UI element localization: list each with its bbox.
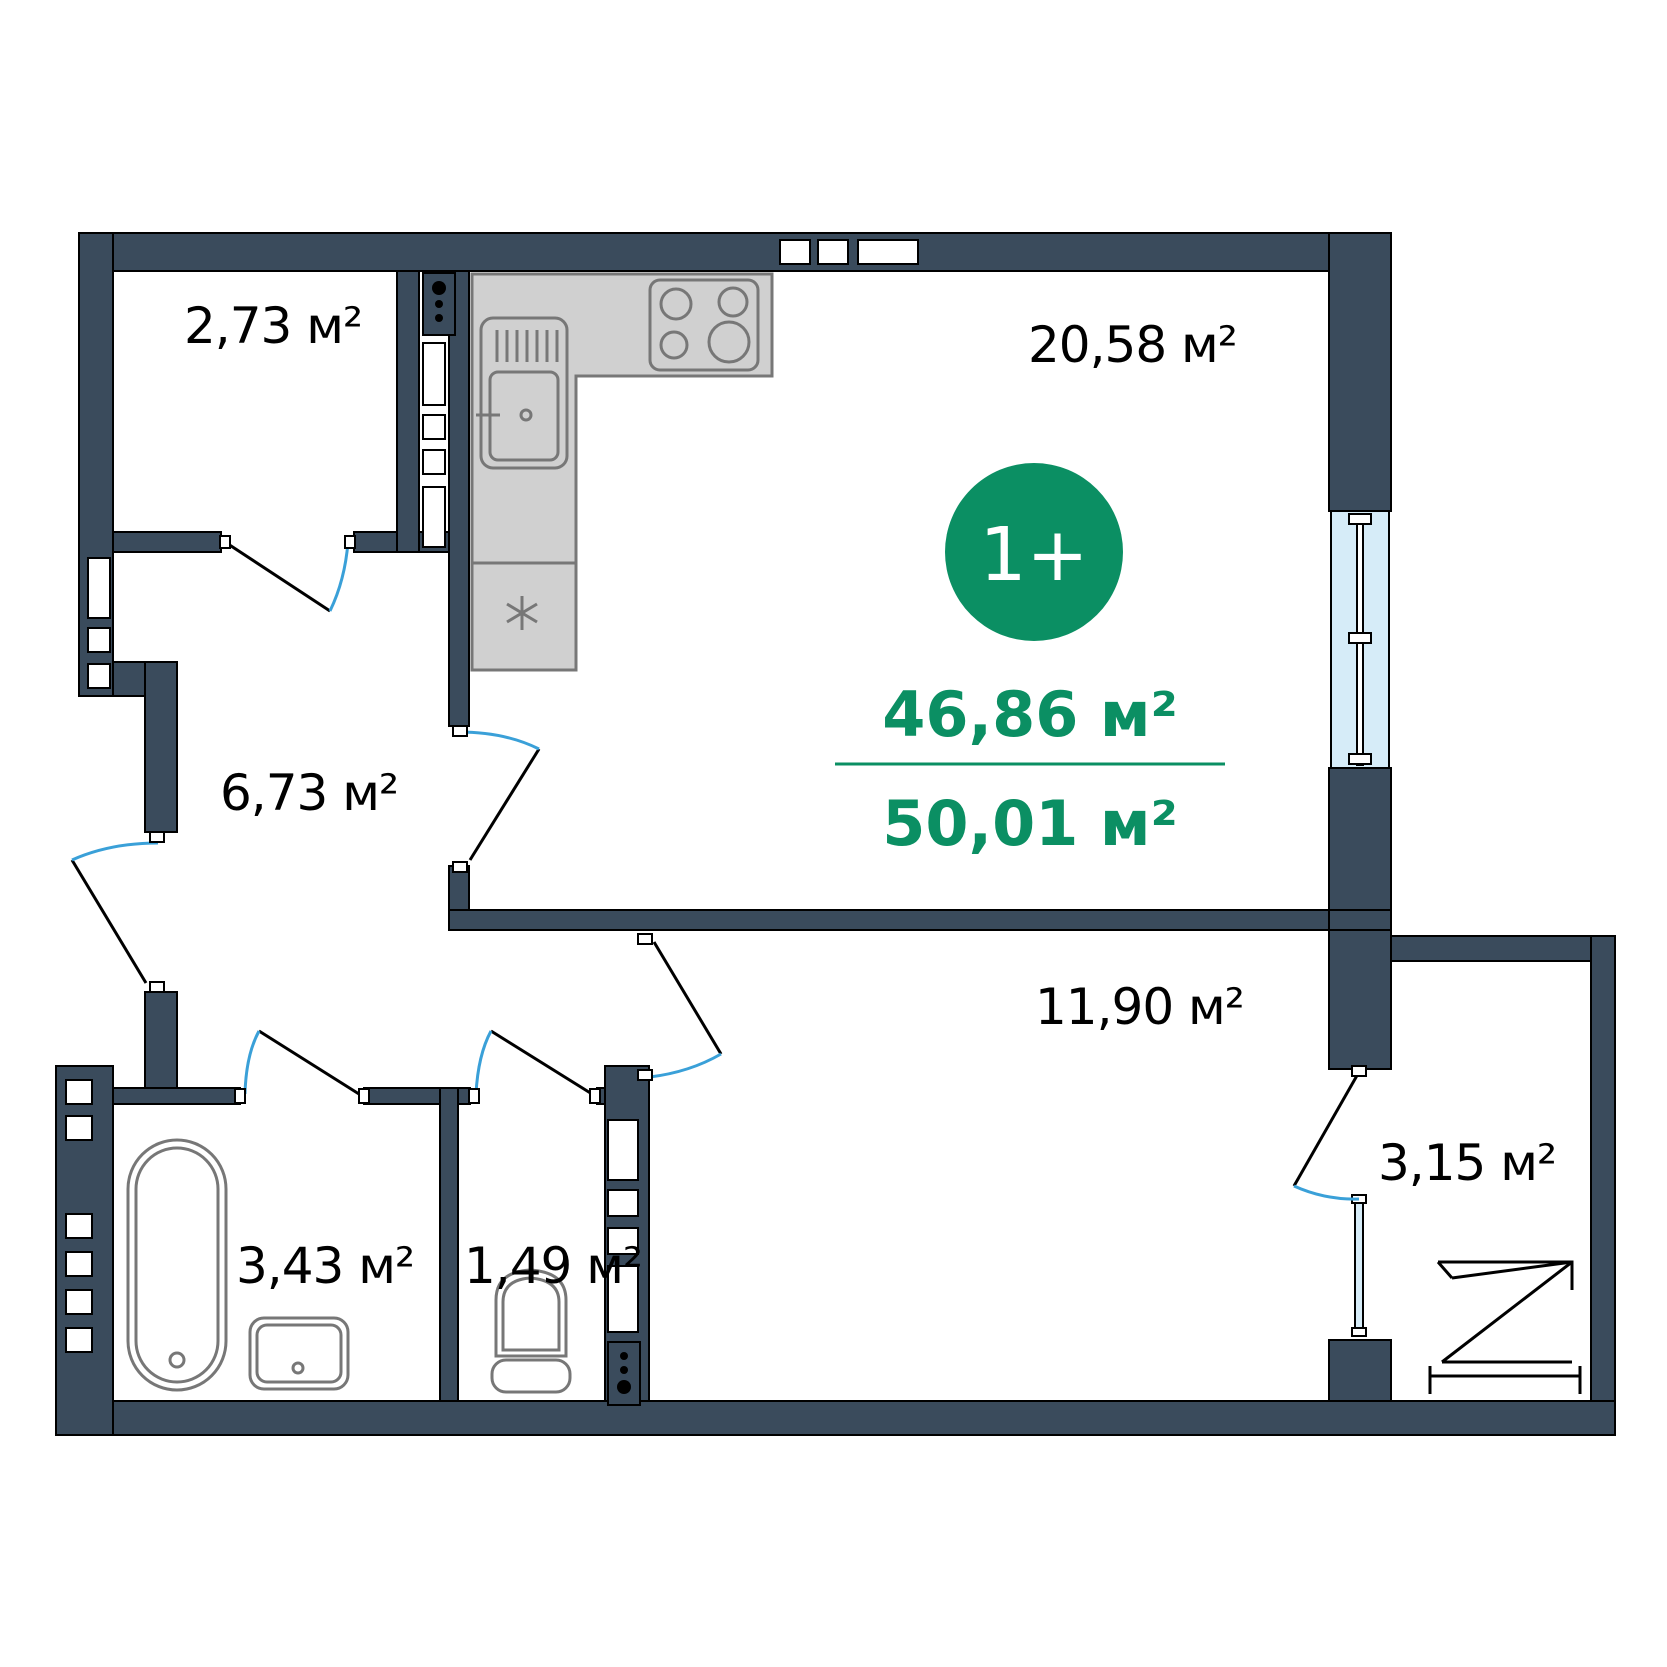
doors (70, 535, 1367, 1201)
balcony-door-frame (1351, 1194, 1367, 1337)
area-label-toilet: 1,49 м² (464, 1237, 642, 1295)
toilet-icon (490, 1268, 572, 1394)
washbasin-icon (248, 1316, 350, 1391)
area-label-kitchen-living: 20,58 м² (1028, 316, 1237, 374)
total-area-total: 50,01 м² (882, 787, 1178, 860)
sink-icon (476, 316, 569, 470)
area-label-hallway: 6,73 м² (220, 764, 398, 822)
ventilation-shaft-bottom (607, 1341, 641, 1406)
snowflake-icon (506, 596, 538, 630)
room-count-badge: 1+ (945, 463, 1123, 641)
area-label-bathroom: 3,43 м² (236, 1237, 414, 1295)
stove-icon (648, 278, 760, 372)
area-label-bedroom: 11,90 м² (1035, 978, 1244, 1036)
room-count-label: 1+ (979, 512, 1088, 598)
balcony-window (1330, 510, 1390, 769)
window-openings (65, 239, 919, 1353)
drying-rack-icon (1428, 1260, 1582, 1394)
living-area-total: 46,86 м² (882, 678, 1178, 751)
bathtub-icon (126, 1138, 228, 1392)
area-label-storage: 2,73 м² (184, 297, 362, 355)
ventilation-shaft-top (422, 272, 456, 336)
area-label-balcony: 3,15 м² (1378, 1134, 1556, 1192)
